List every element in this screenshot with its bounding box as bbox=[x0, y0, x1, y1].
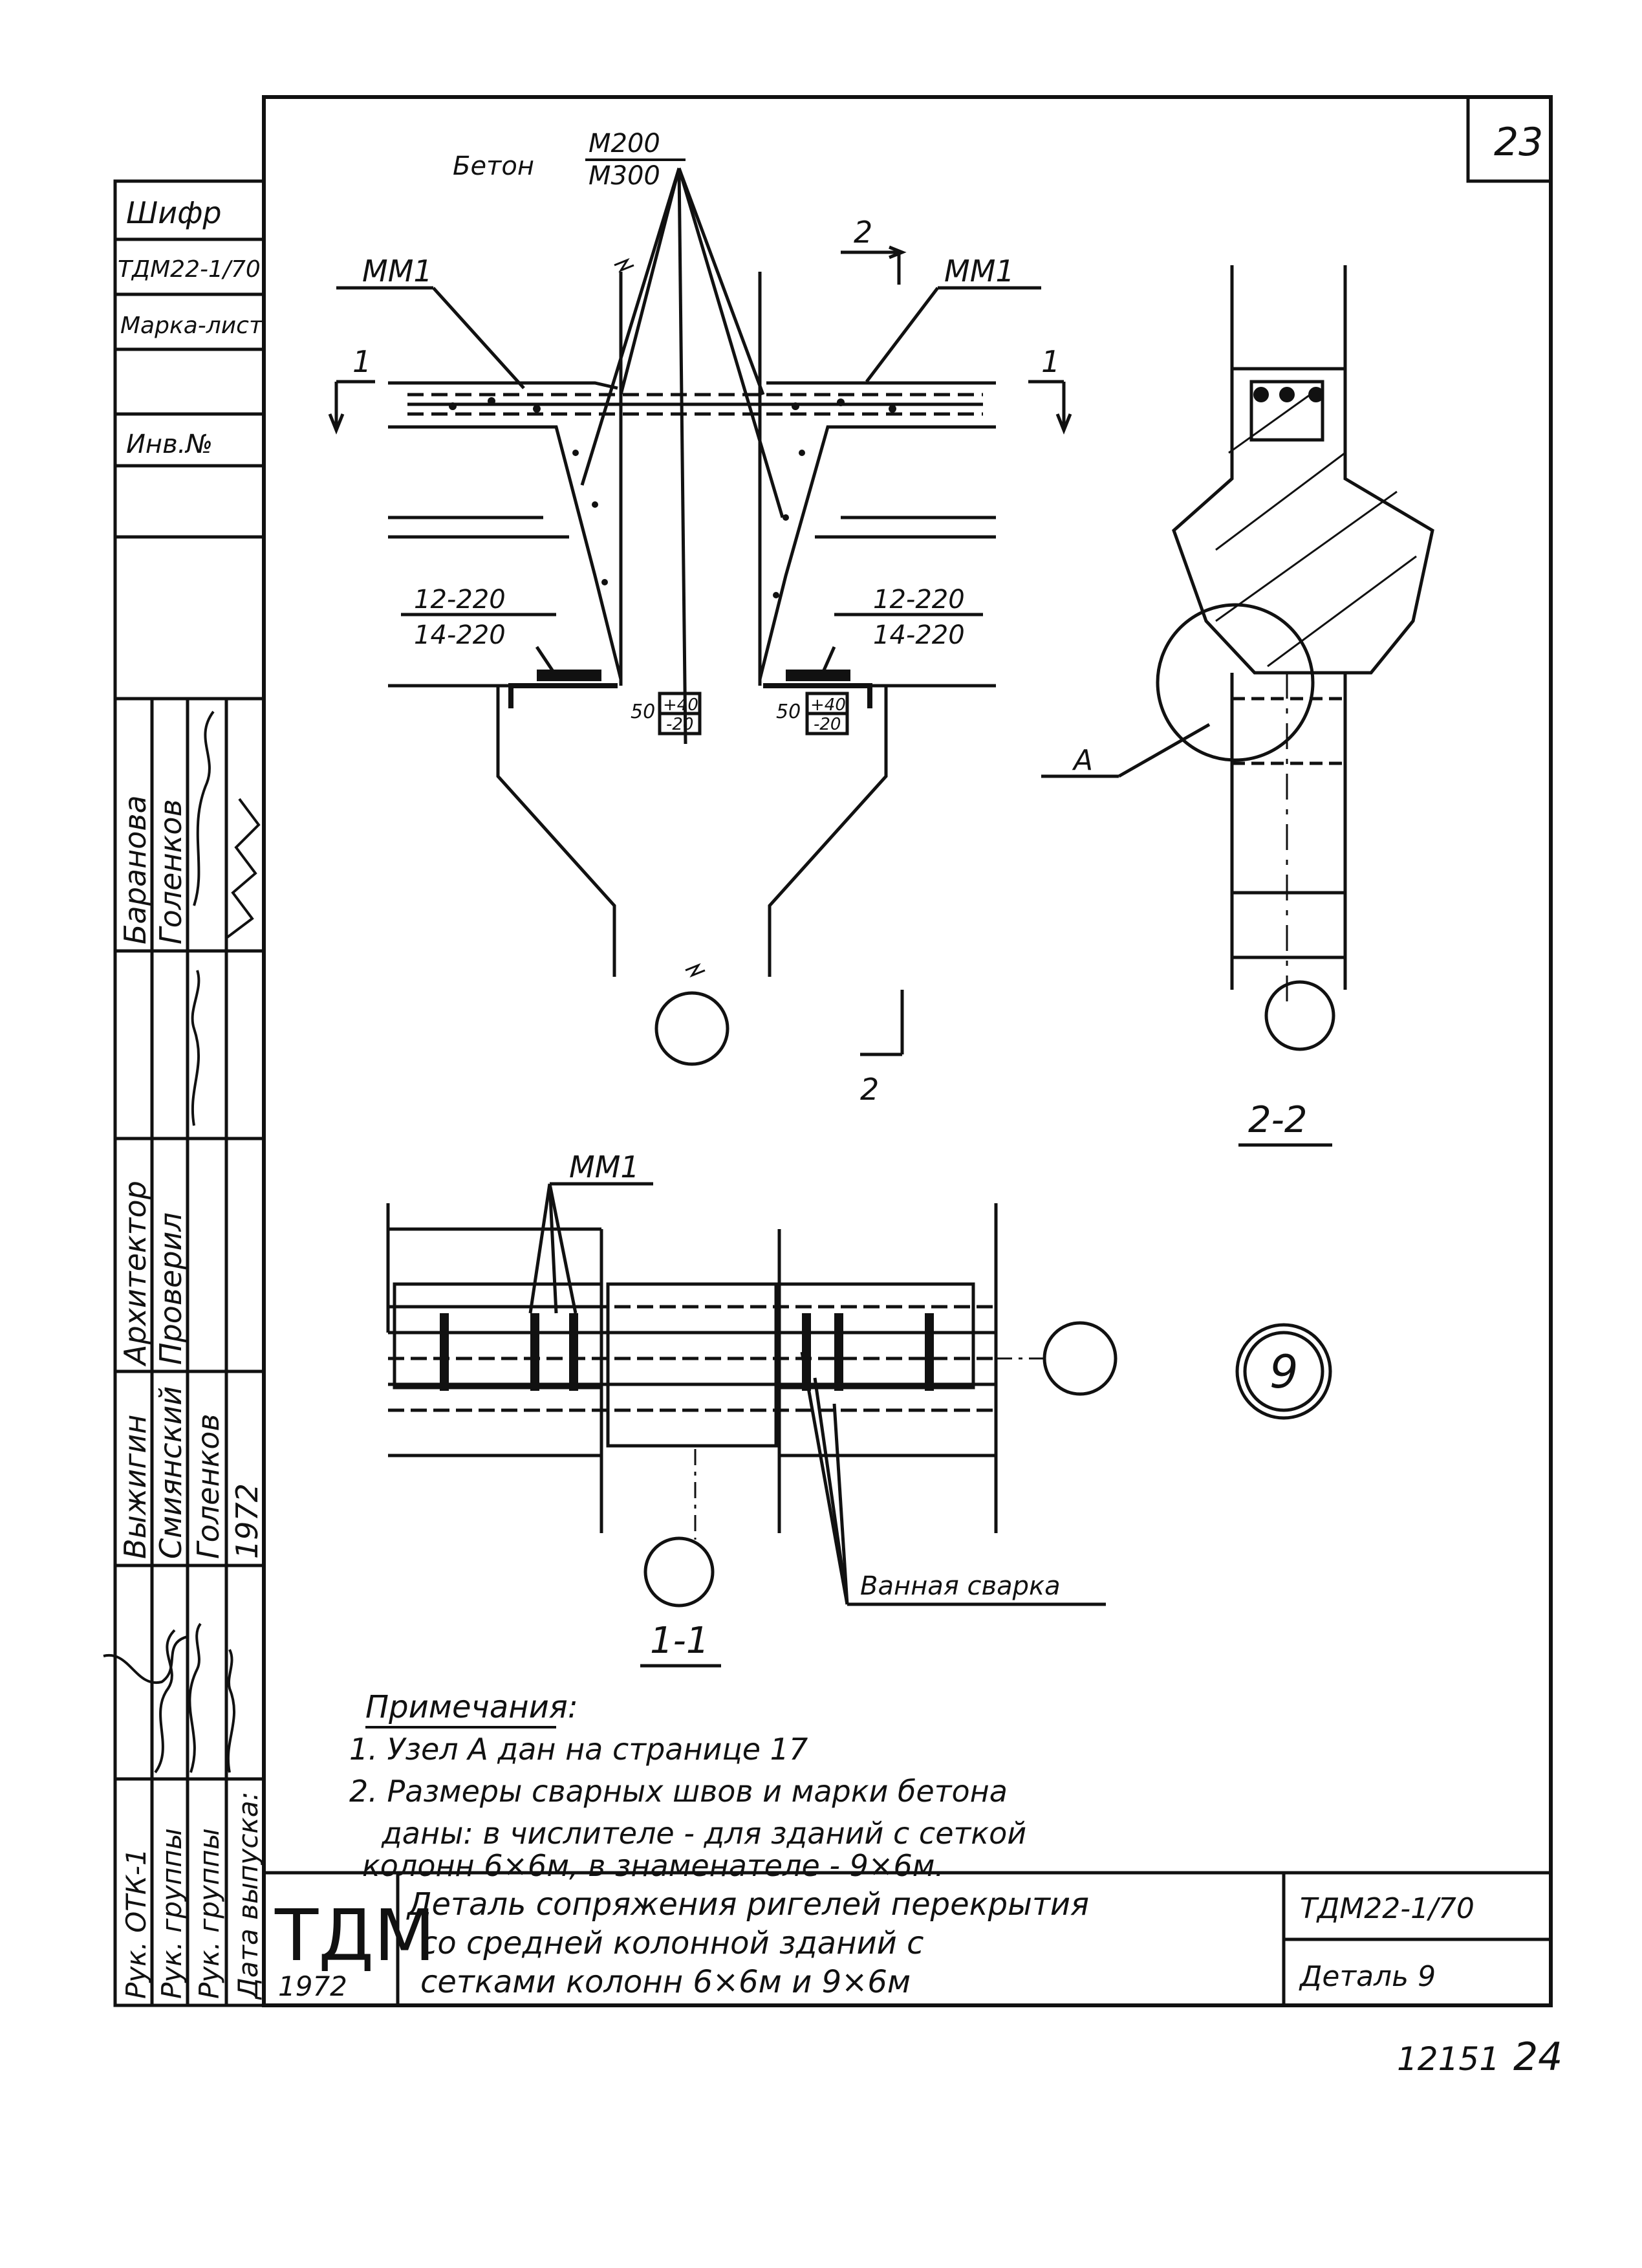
title-line-1: Деталь сопряжения ригелей перекрытия bbox=[406, 1886, 1089, 1923]
weld-right-num: 12-220 bbox=[873, 585, 965, 615]
left-stamp bbox=[113, 179, 264, 2007]
concrete-num: М200 bbox=[589, 129, 660, 158]
role-checked: Проверил bbox=[153, 1212, 188, 1365]
cut-2-bottom: 2 bbox=[860, 1072, 879, 1107]
weld-type-label: Ванная сварка bbox=[860, 1571, 1061, 1601]
concrete-texture bbox=[449, 397, 896, 681]
role-group-2: Рук. группы bbox=[193, 1828, 225, 1999]
logo-tdm: ТДМ bbox=[274, 1894, 435, 1977]
role-architect: Архитектор bbox=[118, 1181, 153, 1367]
title-line-3: сетками колонн 6×6м и 9×6м bbox=[420, 1964, 911, 2000]
page-number: 23 bbox=[1494, 120, 1543, 165]
cipher-value: ТДМ22-1/70 bbox=[118, 256, 261, 283]
weld-left-num: 12-220 bbox=[414, 585, 506, 615]
stamp-names: Барановa Голенков Выжигин Смиянский Голе… bbox=[118, 795, 265, 1559]
stamp-year: 1972 bbox=[230, 1483, 265, 1559]
name-baranova: Барановa bbox=[118, 795, 153, 944]
weld-right-den: 14-220 bbox=[873, 620, 965, 650]
signatures bbox=[103, 710, 261, 1774]
cut-1-left: 1 bbox=[352, 344, 371, 379]
role-otk: Рук. ОТК-1 bbox=[120, 1848, 152, 1999]
cipher-label: Шифр bbox=[126, 195, 222, 230]
detail-name: Деталь 9 bbox=[1299, 1960, 1436, 1993]
elevation-section bbox=[328, 168, 1072, 1066]
mesh-plan-label: ММ1 bbox=[569, 1150, 640, 1184]
note-line-2: 2. Размеры сварных швов и марки бетона bbox=[349, 1774, 1008, 1809]
name-smiyansky: Смиянский bbox=[153, 1386, 188, 1559]
role-group-1: Рук. группы bbox=[156, 1828, 188, 1999]
node-a-label: А bbox=[1072, 744, 1093, 777]
name-golenkov-1: Голенков bbox=[153, 799, 188, 944]
detail-number-badge bbox=[1235, 1323, 1332, 1420]
mark-sheet-label: Марка-лист bbox=[120, 312, 263, 339]
stamp-roles: Рук. ОТК-1 Рук. группы Рук. группы Дата … bbox=[118, 1181, 264, 2000]
note-line-3: даны: в числителе - для зданий с сеткой bbox=[381, 1816, 1026, 1851]
tol-left-bot: -20 bbox=[666, 715, 693, 734]
dim-right: 50 bbox=[776, 701, 801, 723]
mesh-left-label: ММ1 bbox=[362, 254, 433, 289]
weld-left-den: 14-220 bbox=[414, 620, 506, 650]
plan-1-1 bbox=[386, 1182, 1118, 1608]
notes-title: Примечания: bbox=[365, 1689, 578, 1725]
detail-number: 9 bbox=[1269, 1346, 1299, 1399]
note-line-4: колонн 6×6м, в знаменателе - 9×6м. bbox=[362, 1848, 944, 1883]
plan-welds bbox=[440, 1313, 934, 1391]
sheet-frame bbox=[262, 95, 1553, 2007]
note-line-1: 1. Узел А дан на странице 17 bbox=[349, 1732, 808, 1767]
name-golenkov-2: Голенков bbox=[191, 1413, 226, 1559]
section-2-2-title: 2-2 bbox=[1248, 1099, 1307, 1141]
inv-label: Инв.№ bbox=[126, 430, 213, 459]
logo-year: 1972 bbox=[278, 1970, 347, 2002]
title-line-2: со средней колонной зданий с bbox=[420, 1925, 924, 1961]
role-date: Дата выпуска: bbox=[232, 1791, 264, 2000]
cut-1-right: 1 bbox=[1041, 344, 1060, 379]
name-vyzhigin: Выжигин bbox=[118, 1415, 153, 1559]
section-2-2 bbox=[1041, 265, 1434, 1051]
concrete-den: М300 bbox=[589, 161, 660, 191]
tol-left-top: +40 bbox=[663, 695, 698, 715]
dim-left: 50 bbox=[631, 701, 655, 723]
cut-2-top: 2 bbox=[854, 215, 872, 250]
section-1-1-title: 1-1 bbox=[650, 1620, 709, 1662]
concrete-label: Бетон bbox=[453, 151, 534, 181]
mesh-right-label: ММ1 bbox=[944, 254, 1015, 289]
page-mark: 24 bbox=[1513, 2034, 1562, 2080]
section-2-2-bars bbox=[1253, 387, 1324, 402]
tol-right-top: +40 bbox=[810, 695, 846, 715]
archive-number: 12151 bbox=[1397, 2040, 1500, 2078]
tol-right-bot: -20 bbox=[814, 715, 841, 734]
doc-code: ТДМ22-1/70 bbox=[1300, 1892, 1475, 1925]
